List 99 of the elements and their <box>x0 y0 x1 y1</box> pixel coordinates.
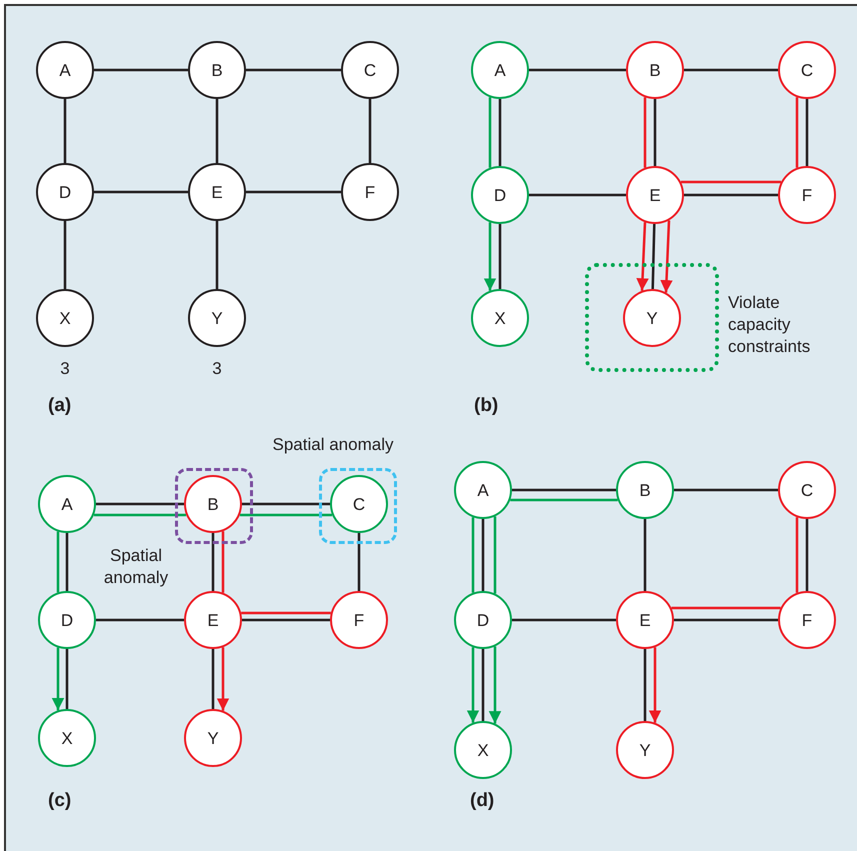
node-label: X <box>61 730 73 746</box>
node-label: F <box>364 184 376 200</box>
connector-line <box>796 517 798 593</box>
node-label: D <box>476 612 490 628</box>
node-label: C <box>800 482 814 498</box>
node-label: F <box>802 186 812 204</box>
connector-line <box>66 533 68 591</box>
connector-line <box>96 502 184 506</box>
connector-line <box>358 533 360 591</box>
connector-line <box>94 68 188 72</box>
route-arrow <box>636 222 649 291</box>
node-label: C <box>800 62 814 78</box>
node-label: X <box>494 310 506 326</box>
node-label: B <box>207 496 219 512</box>
node-label: A <box>59 62 71 78</box>
connector-line <box>674 488 778 492</box>
connector-line <box>66 649 68 709</box>
node-label: D <box>494 186 506 204</box>
node-label: B <box>649 62 661 78</box>
connector-line <box>246 68 341 72</box>
connector-line <box>216 99 218 163</box>
connector-line <box>94 190 188 194</box>
connector-line <box>56 532 60 592</box>
node-label: D <box>58 184 72 200</box>
node-label: D <box>60 612 74 628</box>
connector-line <box>212 649 214 709</box>
connector-line <box>240 514 332 516</box>
connector-line <box>651 224 656 290</box>
connector-line <box>488 97 492 168</box>
node-label: Y <box>211 310 223 326</box>
connector-line <box>222 531 224 593</box>
node-label: Y <box>646 310 658 326</box>
connector-line <box>529 68 626 72</box>
route-arrow <box>484 222 496 291</box>
capacity-value: 3 <box>59 359 71 379</box>
node-label: X <box>477 742 489 758</box>
node-label: E <box>207 612 219 628</box>
connector-line <box>482 649 484 721</box>
connector-line <box>796 97 798 168</box>
connector-line <box>512 488 616 492</box>
connector-line <box>644 97 646 168</box>
connector-line <box>246 190 341 194</box>
connector-line <box>482 519 484 591</box>
connector-line <box>512 618 616 622</box>
node-label: B <box>211 62 223 78</box>
node-label: A <box>477 482 489 498</box>
route-arrow <box>648 647 662 723</box>
connector-line <box>64 221 66 289</box>
connector-line <box>684 194 778 196</box>
annotation-text: Spatial anomaly <box>272 434 394 456</box>
connector-line <box>242 502 330 506</box>
route-arrow <box>660 220 673 293</box>
node-label: X <box>59 310 71 326</box>
connector-line <box>96 618 184 622</box>
connector-line <box>671 606 781 610</box>
node-label: A <box>494 62 506 78</box>
route-arrow <box>52 648 64 710</box>
connector-line <box>472 517 474 593</box>
connector-line <box>806 99 808 166</box>
node-label: E <box>211 184 223 200</box>
node-label: E <box>649 186 661 204</box>
connector-line <box>216 221 218 289</box>
panel-label: (d) <box>470 790 494 812</box>
node-label: A <box>61 496 73 512</box>
node-label: Y <box>639 742 651 758</box>
panel-label: (c) <box>48 790 72 812</box>
panel-label: (a) <box>48 395 72 417</box>
annotation-text: Spatial anomaly <box>102 545 170 589</box>
connector-line <box>529 194 626 196</box>
route-arrow <box>488 646 502 724</box>
node-label: E <box>639 612 651 628</box>
node-label: F <box>354 612 364 628</box>
connector-line <box>64 99 66 163</box>
node-label: C <box>364 62 376 78</box>
connector-line <box>498 99 502 166</box>
connector-line <box>654 99 656 166</box>
node-label: F <box>802 612 812 628</box>
connector-line <box>368 99 372 163</box>
connector-line <box>241 612 331 614</box>
connector-line <box>644 519 646 591</box>
connector-line <box>680 180 782 184</box>
route-arrow <box>216 647 230 711</box>
capacity-value: 3 <box>211 359 223 379</box>
node-label: Y <box>207 730 219 746</box>
connector-line <box>684 68 778 72</box>
connector-line <box>510 498 618 502</box>
connector-line <box>498 224 502 289</box>
panel-label: (b) <box>474 395 498 417</box>
connector-line <box>242 618 330 622</box>
connector-line <box>806 519 808 591</box>
connector-line <box>212 533 214 591</box>
connector-line <box>94 514 186 516</box>
connector-line <box>494 516 496 594</box>
annotation-text: Violate capacity constraints <box>728 292 812 358</box>
node-label: C <box>352 496 366 512</box>
route-arrow <box>466 647 480 723</box>
connector-line <box>674 618 778 622</box>
node-label: B <box>639 482 651 498</box>
connector-line <box>644 649 646 721</box>
